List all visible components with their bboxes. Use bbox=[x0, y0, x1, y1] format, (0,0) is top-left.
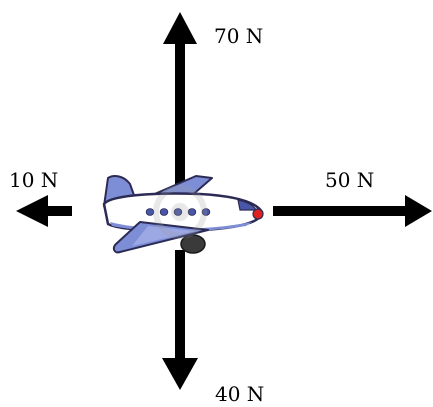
arrow-down bbox=[162, 250, 198, 390]
window-row bbox=[145, 208, 211, 216]
force-label-right: 50 N bbox=[325, 168, 375, 192]
force-label-left: 10 N bbox=[9, 168, 59, 192]
arrow-right bbox=[273, 195, 432, 227]
airplane-icon bbox=[102, 175, 264, 254]
watermark-logo bbox=[153, 185, 207, 239]
arrow-up bbox=[163, 12, 197, 184]
force-label-up: 70 N bbox=[214, 24, 264, 48]
force-label-down: 40 N bbox=[215, 382, 265, 406]
arrow-left bbox=[16, 195, 72, 227]
